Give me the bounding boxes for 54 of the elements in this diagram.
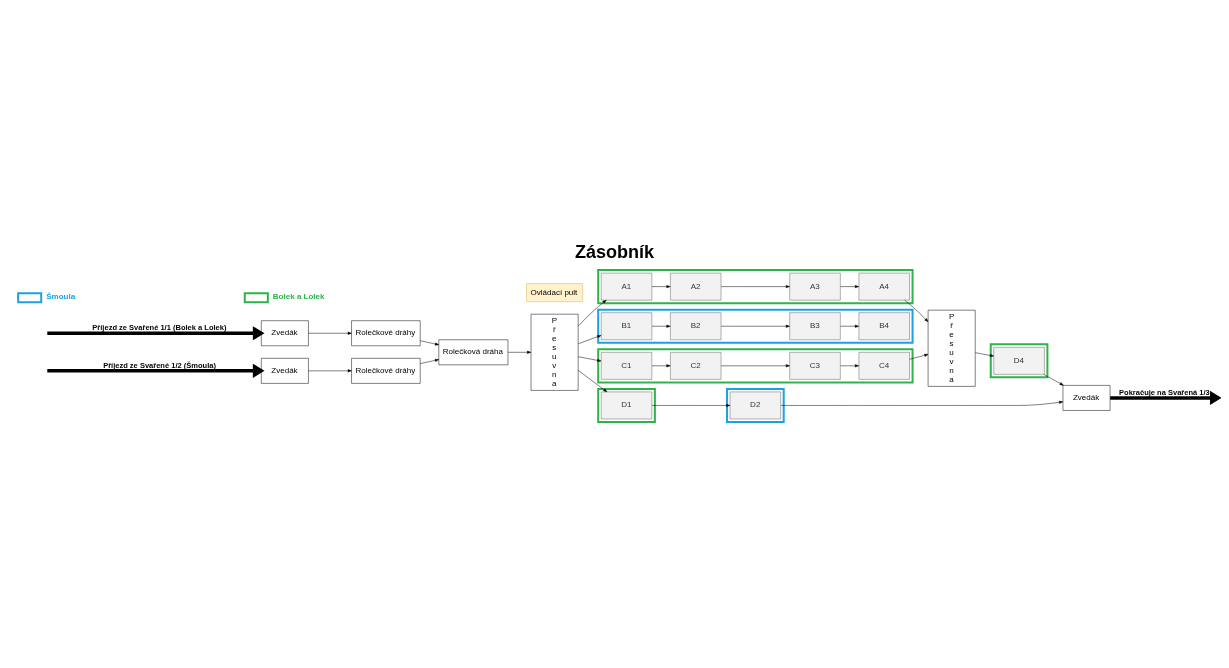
- arrow: [577, 299, 607, 327]
- node-box: Přesuvna: [927, 309, 976, 387]
- arrow: [975, 352, 994, 357]
- arrow: [720, 285, 790, 289]
- arrow: [720, 324, 790, 328]
- arrow: [420, 358, 439, 364]
- node-box: B4: [858, 312, 910, 340]
- arrow: [47, 326, 265, 341]
- node-box: Zvedák: [261, 358, 309, 384]
- arrow: [651, 324, 671, 328]
- node-box: D4: [993, 347, 1045, 375]
- arrow: [420, 340, 439, 346]
- node-box: A4: [858, 272, 910, 301]
- arrow: [578, 370, 608, 393]
- diagram-title: Zásobník: [574, 241, 655, 262]
- legend-label: Šmoula: [46, 292, 76, 302]
- node-box: B2: [670, 312, 722, 340]
- node-box: D1: [600, 391, 653, 420]
- arrow: [47, 363, 265, 378]
- node-box: Přesuvna: [530, 313, 579, 391]
- node-box: Zvedák: [261, 320, 309, 347]
- arrow: [308, 331, 352, 335]
- arrow: [578, 335, 602, 344]
- node-box: A1: [600, 272, 653, 301]
- node-box: C1: [600, 352, 653, 380]
- node-box: Zvedák: [1062, 385, 1111, 411]
- arrow: [1110, 390, 1221, 406]
- arrow: [507, 350, 532, 354]
- node-box: A2: [670, 272, 722, 301]
- arrow: [651, 403, 731, 407]
- arrow: [1043, 374, 1064, 386]
- arrow: [651, 285, 671, 289]
- arrow: [308, 369, 352, 373]
- node-box: D2: [729, 391, 781, 420]
- arrow: [840, 285, 859, 289]
- node-box: Rolečkové dráhy: [351, 320, 421, 347]
- node-box: Rolečkové dráhy: [351, 358, 421, 384]
- arrow: [840, 364, 859, 368]
- arrow: [904, 299, 929, 322]
- legend-label: Bolek a Lolek: [272, 292, 325, 302]
- arrow: [720, 364, 790, 368]
- node-box: Rolečková dráha: [438, 339, 509, 366]
- arrow: [840, 324, 859, 328]
- arrow: [909, 353, 929, 360]
- node-box: B3: [789, 312, 841, 340]
- node-box: A3: [789, 272, 841, 301]
- node-box: B1: [600, 312, 653, 340]
- arrow: [651, 364, 671, 368]
- arrow: [578, 356, 602, 362]
- node-box: C4: [858, 352, 910, 380]
- node-box: C3: [789, 352, 841, 380]
- node-box: C2: [670, 352, 722, 380]
- node-box: Ovládací pult: [526, 283, 583, 302]
- arrow: [780, 400, 1064, 406]
